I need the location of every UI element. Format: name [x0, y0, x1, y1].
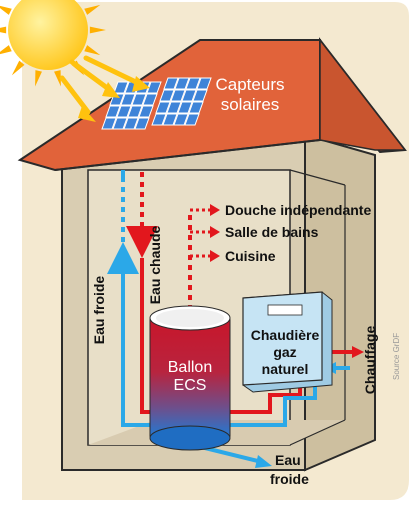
- sun-ray: [35, 70, 42, 87]
- cold-water-pipe-label: Eau froide: [91, 276, 107, 345]
- output-arrows: [190, 204, 220, 262]
- sun-ray: [11, 60, 25, 76]
- hot-water-pipe-label: Eau chaude: [147, 226, 163, 305]
- source-credit: Source GrDF: [392, 333, 401, 380]
- solar-panels: [101, 77, 212, 130]
- solar-panel-left: [101, 81, 162, 130]
- output-label-kitchen: Cuisine: [225, 248, 276, 264]
- solar-panels-label: Capteurs: [216, 75, 285, 94]
- sun-ray: [54, 70, 61, 87]
- hot-water-tank: [149, 305, 231, 451]
- boiler-label: Chaudière: [251, 327, 320, 343]
- cold-water-inlet-label: Eau: [275, 452, 301, 468]
- sun-ray: [84, 4, 101, 15]
- gas-boiler: [242, 291, 333, 393]
- heating-label: Chauffage: [362, 326, 378, 395]
- cold-water-inlet-label-2: froide: [270, 471, 309, 487]
- boiler-label-3: naturel: [262, 361, 309, 377]
- output-label-shower: Douche indépendante: [225, 202, 371, 218]
- tank-label-2: ECS: [174, 377, 207, 394]
- output-label-bathroom: Salle de bains: [225, 224, 319, 240]
- boiler-label-2: gaz: [273, 344, 296, 360]
- tank-label: Ballon: [168, 359, 212, 376]
- labels: Capteurs solaires Eau froide Eau chaude …: [91, 75, 401, 487]
- sun-ray: [0, 45, 12, 55]
- solar-panel-right: [151, 77, 212, 126]
- sun-ray: [89, 26, 106, 34]
- solar-panels-label-2: solaires: [221, 95, 280, 114]
- sun-ray: [84, 45, 101, 56]
- sun-ray: [0, 26, 7, 34]
- roof-gable: [319, 37, 407, 151]
- sun-beams: [59, 55, 150, 122]
- sun-ray: [0, 5, 12, 15]
